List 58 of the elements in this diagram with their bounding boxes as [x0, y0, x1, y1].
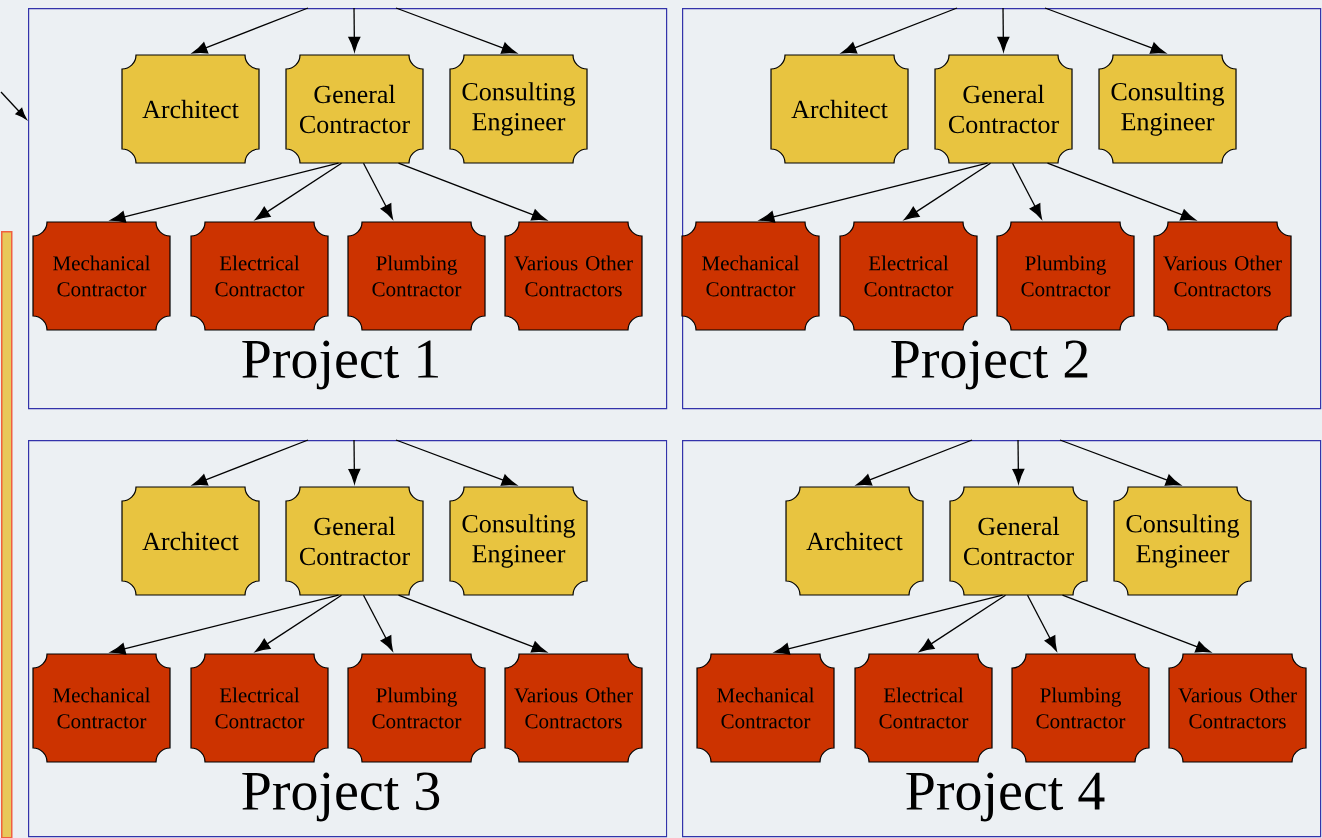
- role-box: Consulting Engineer: [1098, 54, 1237, 164]
- arrow: [110, 594, 340, 655]
- role-box: Architect: [770, 54, 909, 164]
- arrow: [919, 594, 1007, 652]
- role-box: Various Other Contractors: [1168, 653, 1307, 763]
- arrow: [1046, 162, 1196, 221]
- role-box: Architect: [121, 486, 260, 596]
- arrow: [1012, 439, 1025, 484]
- role-box: Various Other Contractors: [504, 653, 643, 763]
- arrow: [759, 162, 989, 223]
- arrow: [1011, 162, 1042, 220]
- arrow: [395, 439, 517, 486]
- side-panel: [1, 231, 13, 838]
- role-box: Consulting Engineer: [449, 54, 588, 164]
- arrow: [856, 439, 973, 486]
- role-box: Plumbing Contractor: [347, 221, 486, 331]
- arrow: [1026, 594, 1057, 652]
- role-box: Architect: [121, 54, 260, 164]
- role-box: Plumbing Contractor: [347, 653, 486, 763]
- arrow: [1059, 439, 1181, 486]
- arrow: [774, 594, 1004, 655]
- arrow: [395, 7, 517, 54]
- role-box: Plumbing Contractor: [1011, 653, 1150, 763]
- arrow: [841, 7, 958, 54]
- role-box: Mechanical Contractor: [32, 653, 171, 763]
- arrow: [1044, 7, 1166, 54]
- role-box: General Contractor: [285, 486, 424, 596]
- role-box: Various Other Contractors: [504, 221, 643, 331]
- arrow: [255, 162, 343, 220]
- role-box: Consulting Engineer: [449, 486, 588, 596]
- arrow: [348, 7, 361, 52]
- role-box: General Contractor: [934, 54, 1073, 164]
- role-box: Plumbing Contractor: [996, 221, 1135, 331]
- role-box: Electrical Contractor: [854, 653, 993, 763]
- role-box: General Contractor: [285, 54, 424, 164]
- role-box: Mechanical Contractor: [32, 221, 171, 331]
- arrow: [110, 162, 340, 223]
- arrow: [904, 162, 992, 220]
- arrow: [348, 439, 361, 484]
- arrow: [362, 594, 393, 652]
- arrow: [1061, 594, 1211, 653]
- arrow: [997, 7, 1010, 52]
- role-box: Electrical Contractor: [190, 653, 329, 763]
- role-box: General Contractor: [949, 486, 1088, 596]
- role-box: Mechanical Contractor: [681, 221, 820, 331]
- arrow: [397, 594, 547, 653]
- role-box: Consulting Engineer: [1113, 486, 1252, 596]
- role-box: Electrical Contractor: [190, 221, 329, 331]
- arrow: [0, 91, 27, 120]
- role-box: Various Other Contractors: [1153, 221, 1292, 331]
- role-box: Mechanical Contractor: [696, 653, 835, 763]
- arrow: [362, 162, 393, 220]
- arrow: [192, 7, 309, 54]
- arrow: [397, 162, 547, 221]
- arrow: [255, 594, 343, 652]
- role-box: Architect: [785, 486, 924, 596]
- arrow: [192, 439, 309, 486]
- role-box: Electrical Contractor: [839, 221, 978, 331]
